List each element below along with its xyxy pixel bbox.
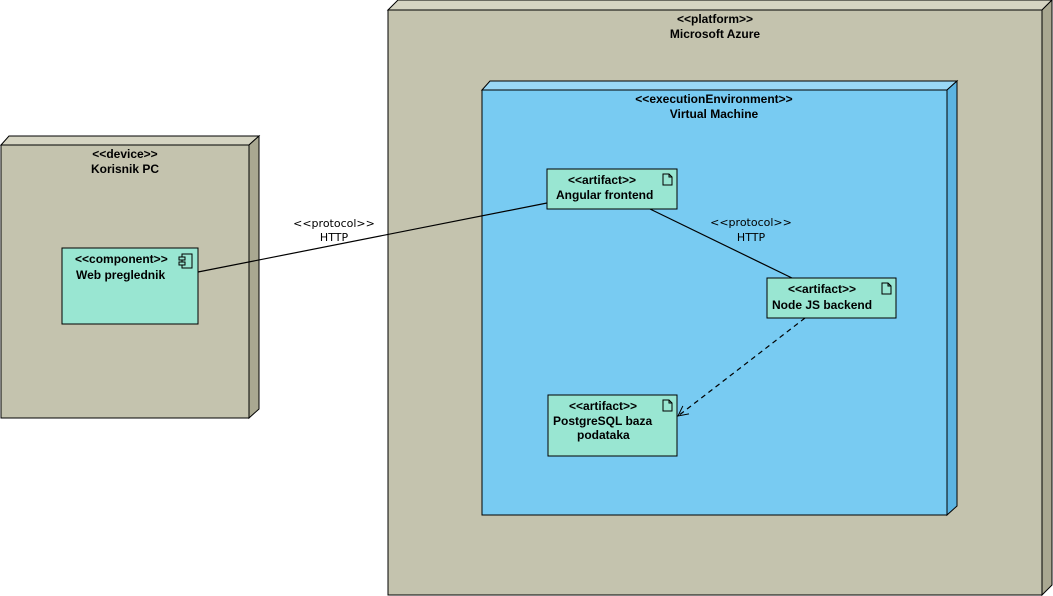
document-icon (881, 282, 892, 295)
http-connector-angular-node[interactable] (649, 208, 793, 279)
http-connector-browser-angular[interactable] (197, 202, 548, 273)
connector-angular-node-label: HTTP (737, 231, 766, 244)
exec-env-stereotype: <<executionEnvironment>> (635, 92, 792, 106)
device-name: Korisnik PC (91, 162, 159, 176)
connector-browser-angular-label: HTTP (320, 231, 349, 244)
artifact-box (547, 394, 678, 457)
platform-node-side (1041, 0, 1053, 596)
artifact-box (766, 277, 897, 319)
device-stereotype: <<device>> (92, 147, 157, 161)
artifact-box (546, 168, 678, 210)
artifact-name: Angular frontend (556, 188, 653, 202)
component-web-preglednik[interactable]: <<component>> Web preglednik (61, 247, 199, 325)
component-name: Web preglednik (76, 268, 165, 282)
platform-name: Microsoft Azure (670, 27, 761, 41)
artifact-name-line1: PostgreSQL baza (553, 414, 652, 428)
artifact-postgresql-baza[interactable]: <<artifact>> PostgreSQL baza podataka (547, 394, 678, 457)
document-icon (662, 173, 673, 186)
connector-browser-angular-stereotype: <<protocol>> (293, 217, 375, 230)
component-box (61, 247, 199, 325)
exec-env-name: Virtual Machine (670, 107, 759, 121)
device-node-side (248, 134, 260, 420)
platform-stereotype: <<platform>> (677, 12, 753, 26)
artifact-node-js-backend[interactable]: <<artifact>> Node JS backend (766, 277, 897, 319)
connector-angular-node-stereotype: <<protocol>> (710, 216, 792, 229)
document-icon (662, 399, 673, 412)
artifact-name: Node JS backend (772, 298, 872, 312)
artifact-stereotype: <<artifact>> (569, 399, 637, 413)
exec-env-side (946, 79, 958, 517)
component-stereotype: <<component>> (75, 252, 168, 266)
artifact-angular-frontend[interactable]: <<artifact>> Angular frontend (546, 168, 678, 210)
exec-env-top (480, 80, 959, 91)
component-icon (178, 253, 193, 269)
artifact-name-line2: podataka (577, 428, 630, 442)
device-node-top (0, 135, 261, 146)
platform-node-top (386, 0, 1053, 11)
artifact-stereotype: <<artifact>> (788, 282, 856, 296)
artifact-stereotype: <<artifact>> (568, 173, 636, 187)
